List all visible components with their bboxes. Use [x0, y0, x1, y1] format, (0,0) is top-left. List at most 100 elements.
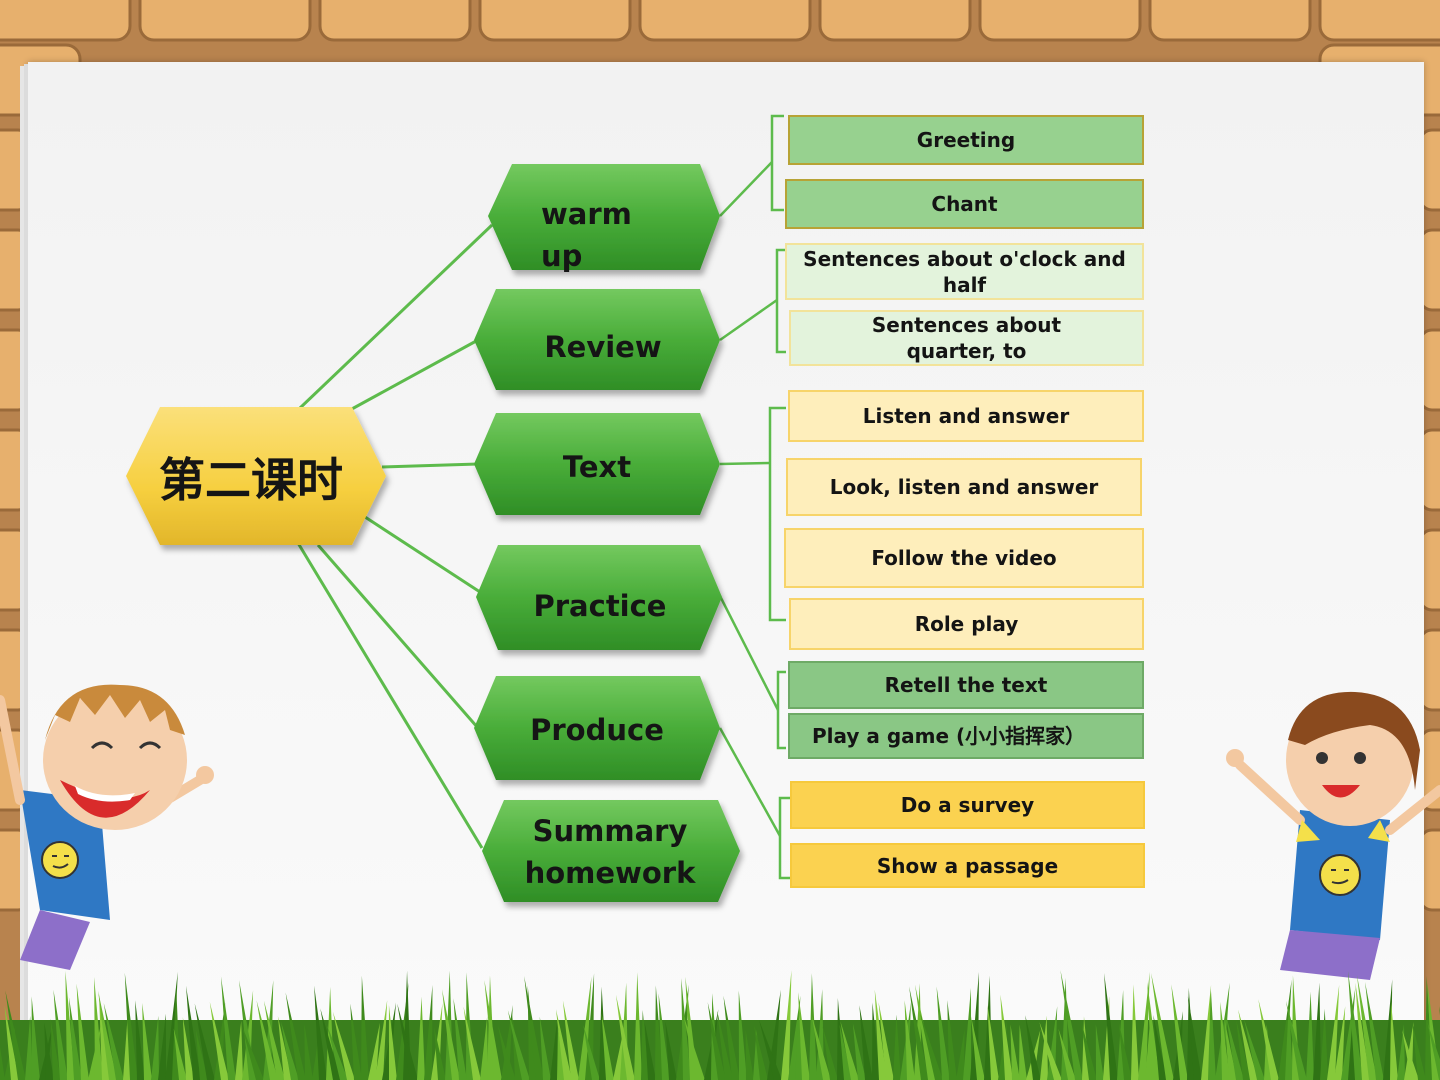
grass-blade: [936, 986, 950, 1080]
grass-blade: [1244, 1019, 1265, 1080]
grass-blade: [1040, 1015, 1048, 1080]
grass-blade: [1201, 984, 1212, 1080]
central-label: 第二课时: [159, 453, 343, 507]
paper-sheet: [28, 62, 1424, 1052]
grass-blade: [798, 992, 810, 1080]
grass-blade: [524, 975, 544, 1080]
grass-blade: [220, 976, 236, 1080]
stage-hexagon-warmup: [488, 164, 720, 270]
connector-hub-text: [381, 462, 479, 469]
grass-blade: [872, 1002, 880, 1080]
connector-hub-produce: [316, 544, 480, 729]
grass-blade: [717, 1011, 733, 1080]
grass-blade: [1171, 984, 1188, 1080]
connector-review-bracket: [719, 298, 778, 342]
grass-blade: [795, 1011, 803, 1080]
grass-blade: [1025, 1015, 1041, 1080]
activity-box-text-2: Look, listen and answer: [786, 458, 1142, 516]
grass-blade: [124, 972, 138, 1080]
grass-blade: [840, 1021, 859, 1080]
grass-blade: [241, 1025, 264, 1080]
grass-blade: [442, 989, 460, 1080]
grass-blade: [1019, 1024, 1027, 1080]
grass-blade: [1039, 1021, 1062, 1080]
stage-hexagon-review: [474, 289, 720, 390]
grass-blade: [158, 1013, 166, 1080]
connector-hub-warmup: [298, 223, 494, 410]
grass-blade: [1285, 999, 1293, 1080]
grass-blade: [103, 1002, 124, 1080]
grass-blade: [1278, 979, 1292, 1080]
grass-blade: [388, 1005, 397, 1080]
activity-box-review-1: Sentences about o'clock and half: [785, 243, 1144, 300]
activity-label-chant: Chant: [931, 192, 998, 216]
grass-blade: [1347, 970, 1363, 1080]
grass-blade: [314, 985, 327, 1080]
grass-blade: [1412, 1022, 1426, 1080]
grass-blade: [683, 1015, 705, 1080]
grass-blade: [1153, 1015, 1167, 1080]
grass-blade: [25, 1015, 33, 1080]
stage-label-summary-line1: Summary: [533, 814, 688, 848]
grass-blade: [583, 1024, 600, 1080]
activity-label-text-2: Look, listen and answer: [829, 475, 1099, 499]
connector-hub-summary: [296, 542, 484, 849]
grass-blade: [1402, 1029, 1419, 1080]
grass-blade: [507, 1010, 530, 1080]
grass-blade: [1147, 982, 1160, 1080]
grass-blade: [285, 992, 306, 1080]
grass-blade: [31, 996, 40, 1080]
grass-blade: [1104, 973, 1118, 1080]
grass-blade: [971, 1016, 985, 1080]
activity-box-text-4: Role play: [789, 598, 1144, 650]
connector-produce-bracket: [718, 727, 782, 837]
connector-practice-bracket: [718, 595, 780, 711]
connector-hub-practice: [361, 513, 481, 594]
grass-blade: [98, 990, 117, 1080]
grass-blade: [707, 1002, 726, 1080]
grass-blade: [186, 985, 201, 1080]
central-hexagon: [126, 407, 386, 545]
bracket-produce: [778, 796, 790, 880]
grass-blade: [424, 984, 433, 1080]
grass-blade: [655, 985, 663, 1080]
grass-blade: [759, 1019, 782, 1080]
grass-blade: [44, 1022, 54, 1080]
grass-blade: [788, 995, 801, 1080]
grass-blade: [434, 1026, 446, 1080]
activity-label-produce-2: Show a passage: [876, 853, 1059, 878]
grass-blade: [1258, 999, 1279, 1080]
grass-blade: [562, 1000, 579, 1080]
activity-label-produce-1: Do a survey: [900, 793, 1035, 817]
grass-blade: [738, 990, 747, 1080]
grass-blade: [909, 986, 929, 1080]
grass-blade: [852, 1023, 866, 1080]
activity-label-review-1: Sentences about o'clock and half: [803, 246, 1126, 297]
grass-blade: [1365, 982, 1384, 1080]
grass-blade: [1285, 1001, 1307, 1080]
grass-blade: [811, 1015, 831, 1080]
grass-blade: [634, 972, 642, 1080]
grass-blade: [1327, 984, 1340, 1080]
stage-hexagon-text: [474, 413, 720, 515]
grass-blade: [1131, 984, 1139, 1080]
stage-label-text: Text: [563, 450, 631, 484]
grass-blade: [644, 1022, 656, 1080]
grass-blade: [94, 976, 103, 1080]
grass-blade: [1145, 1019, 1153, 1080]
grass-blade: [1225, 1015, 1244, 1080]
grass-blade: [151, 1015, 159, 1080]
connector-hub-review: [349, 338, 479, 412]
grass-blade: [1208, 988, 1216, 1080]
grass-blade: [453, 998, 467, 1080]
activity-box-practice-2: Play a game (小小指挥家）: [788, 713, 1144, 759]
grass-blade: [893, 1014, 901, 1080]
grass-blade: [1220, 1001, 1230, 1080]
grass-blade: [263, 1000, 285, 1080]
grass-blade: [1060, 970, 1083, 1080]
grass-blade: [601, 1013, 614, 1080]
grass-blade: [1348, 1024, 1356, 1080]
grass-blade: [904, 1000, 915, 1080]
grass-blade: [53, 989, 68, 1080]
grass-blade: [781, 970, 792, 1080]
